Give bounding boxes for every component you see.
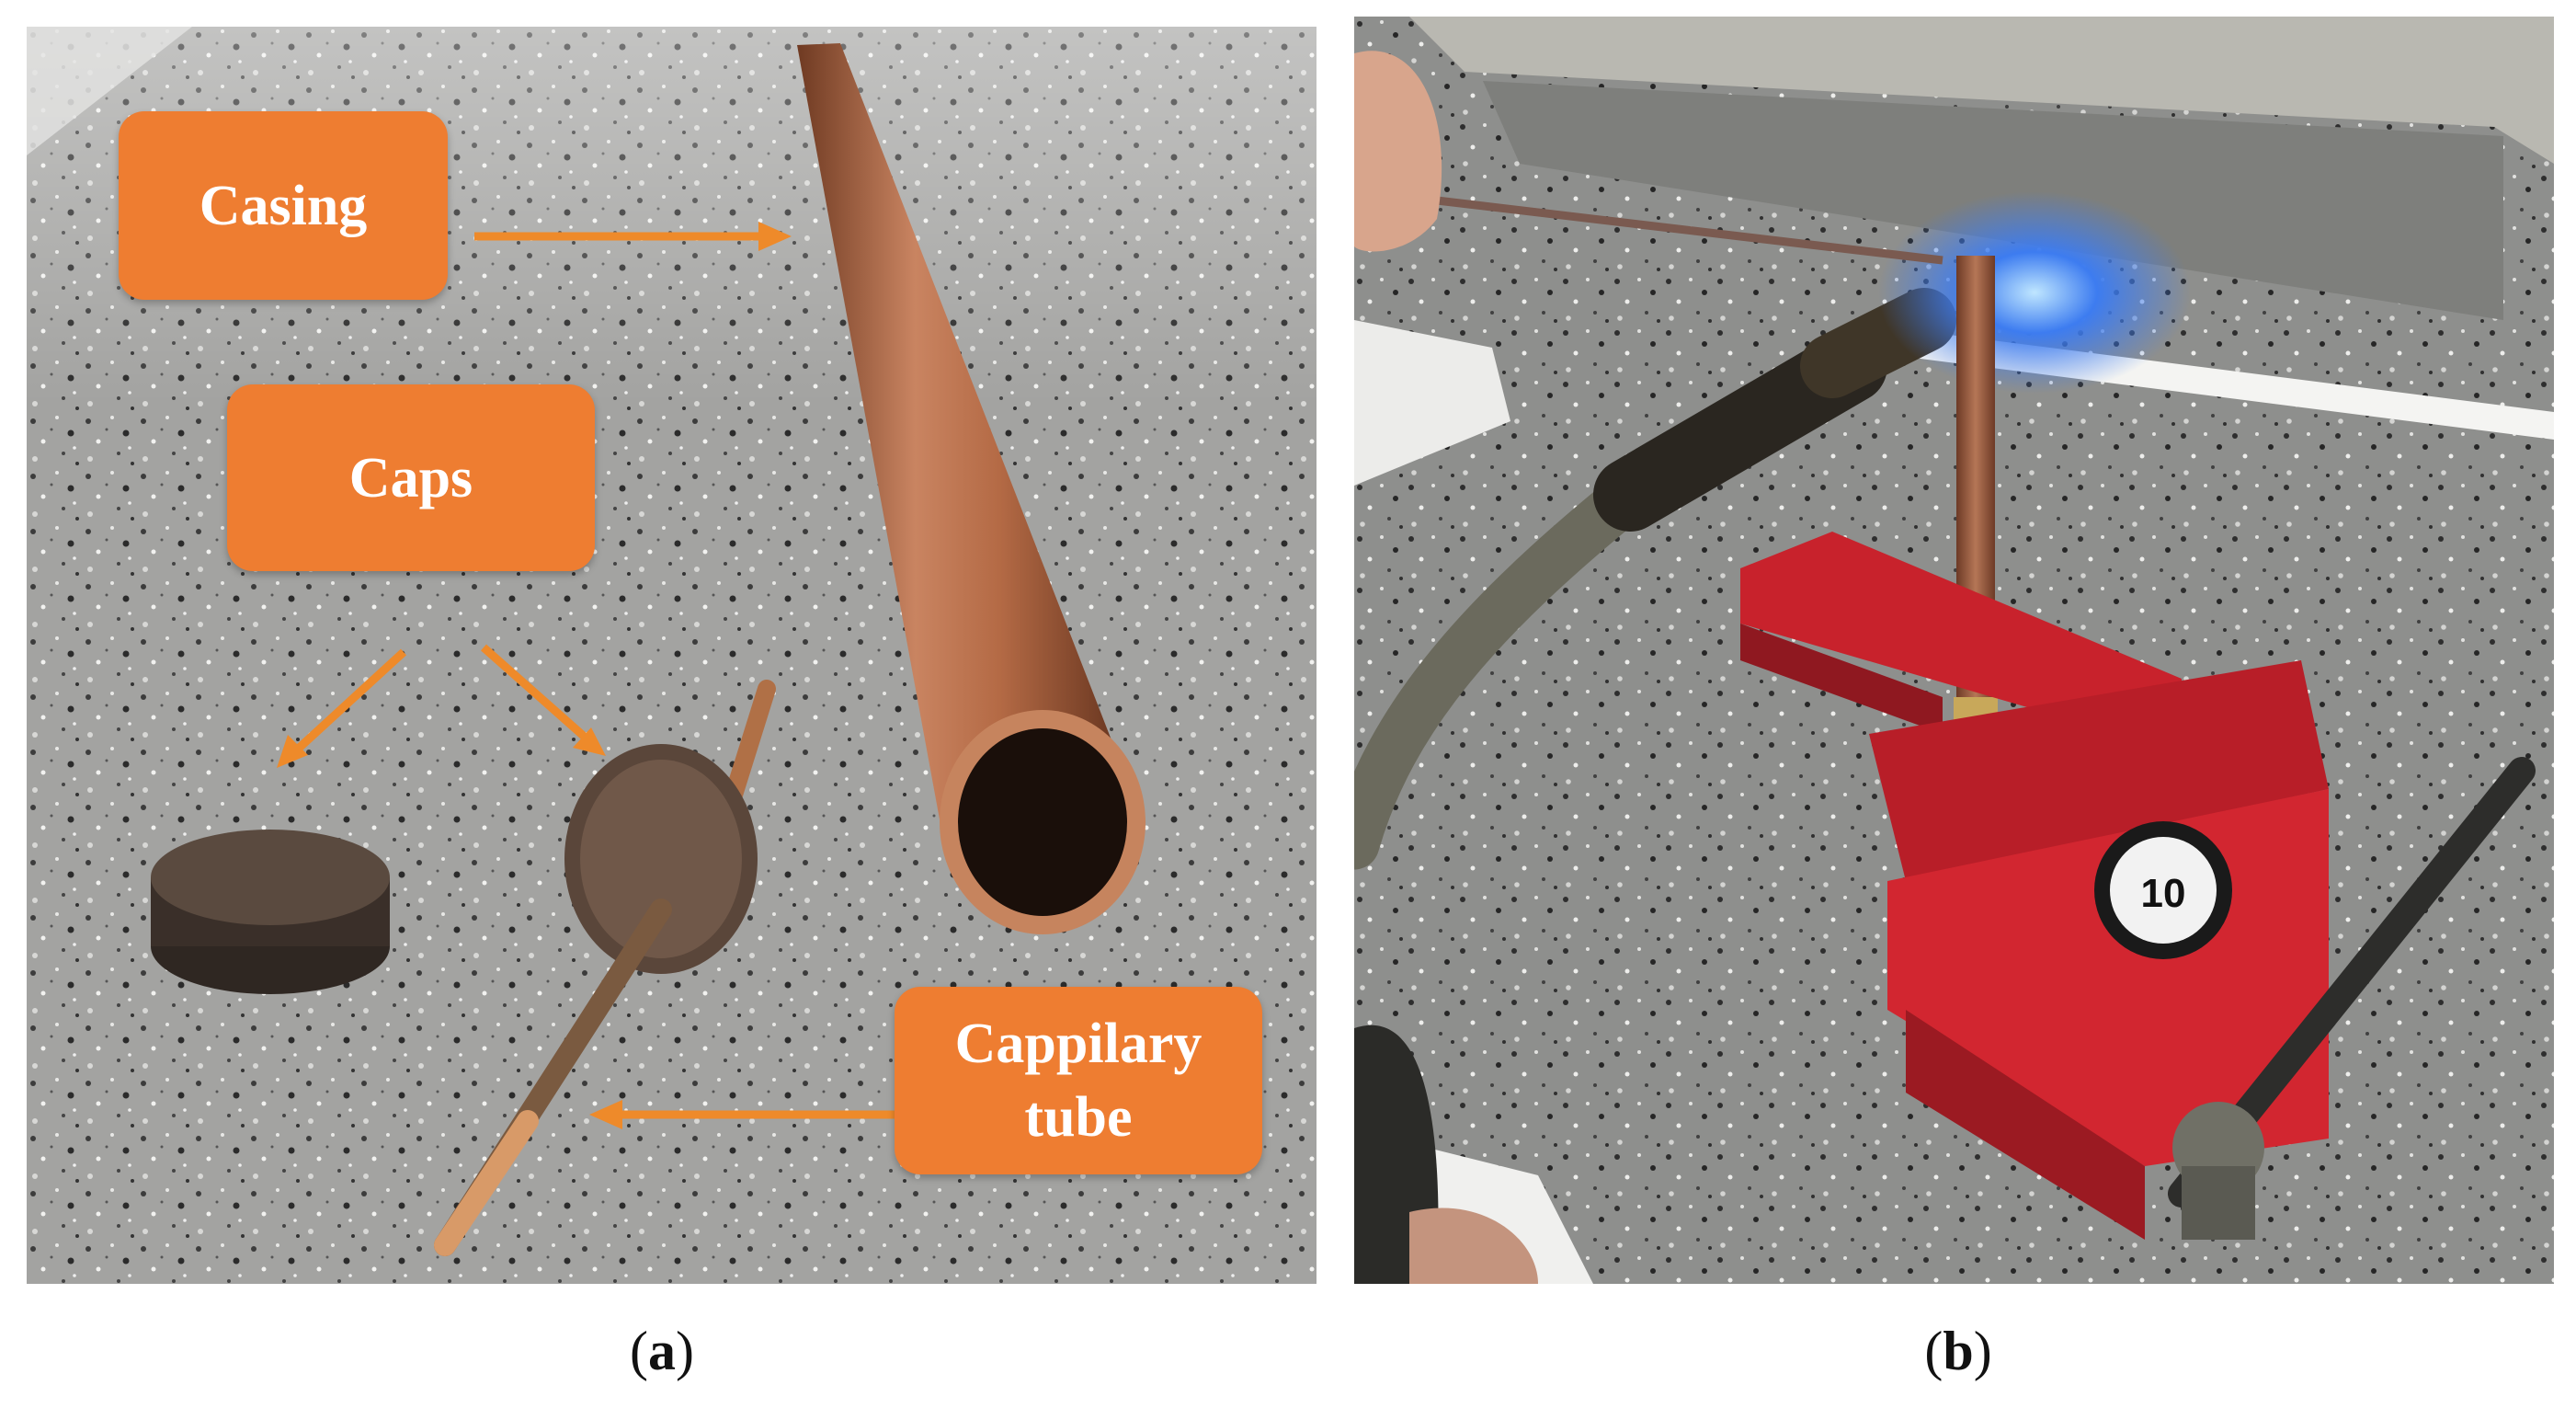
filler-rod [1436, 196, 1943, 265]
brazing-photo: 10 [1354, 17, 2554, 1284]
flame [1878, 191, 2191, 394]
photo-panel-b: 10 [1354, 17, 2554, 1284]
caption-b-letter: b [1943, 1321, 1974, 1381]
right-cap-with-tube [434, 680, 776, 1256]
caption-a-open: ( [630, 1321, 648, 1381]
caps-label-text: Caps [348, 446, 473, 509]
badge-number: 10 [2141, 871, 2186, 916]
caption-b: (b) [1885, 1320, 2032, 1383]
left-cap [151, 830, 390, 994]
casing-label-text: Casing [199, 174, 368, 237]
white-stand [1354, 320, 1510, 486]
casing-tube [797, 43, 1146, 934]
caps-label: Caps [227, 384, 595, 571]
capillary-label-line1: Cappilary [954, 1013, 1203, 1075]
hand [1354, 51, 1442, 252]
capillary-tube-label: Cappilary tube [895, 987, 1262, 1174]
caption-a: (a) [588, 1320, 735, 1383]
vise-handle [2168, 757, 2536, 1240]
red-vise: 10 [1740, 532, 2329, 1240]
caption-a-letter: a [648, 1321, 676, 1381]
back-wall [1409, 17, 2554, 164]
caption-b-close: ) [1973, 1321, 1992, 1381]
arrows [277, 222, 909, 1129]
caption-a-close: ) [676, 1321, 694, 1381]
casing-label: Casing [119, 111, 448, 300]
caption-b-open: ( [1924, 1321, 1943, 1381]
capillary-label-line2: tube [1024, 1086, 1133, 1149]
